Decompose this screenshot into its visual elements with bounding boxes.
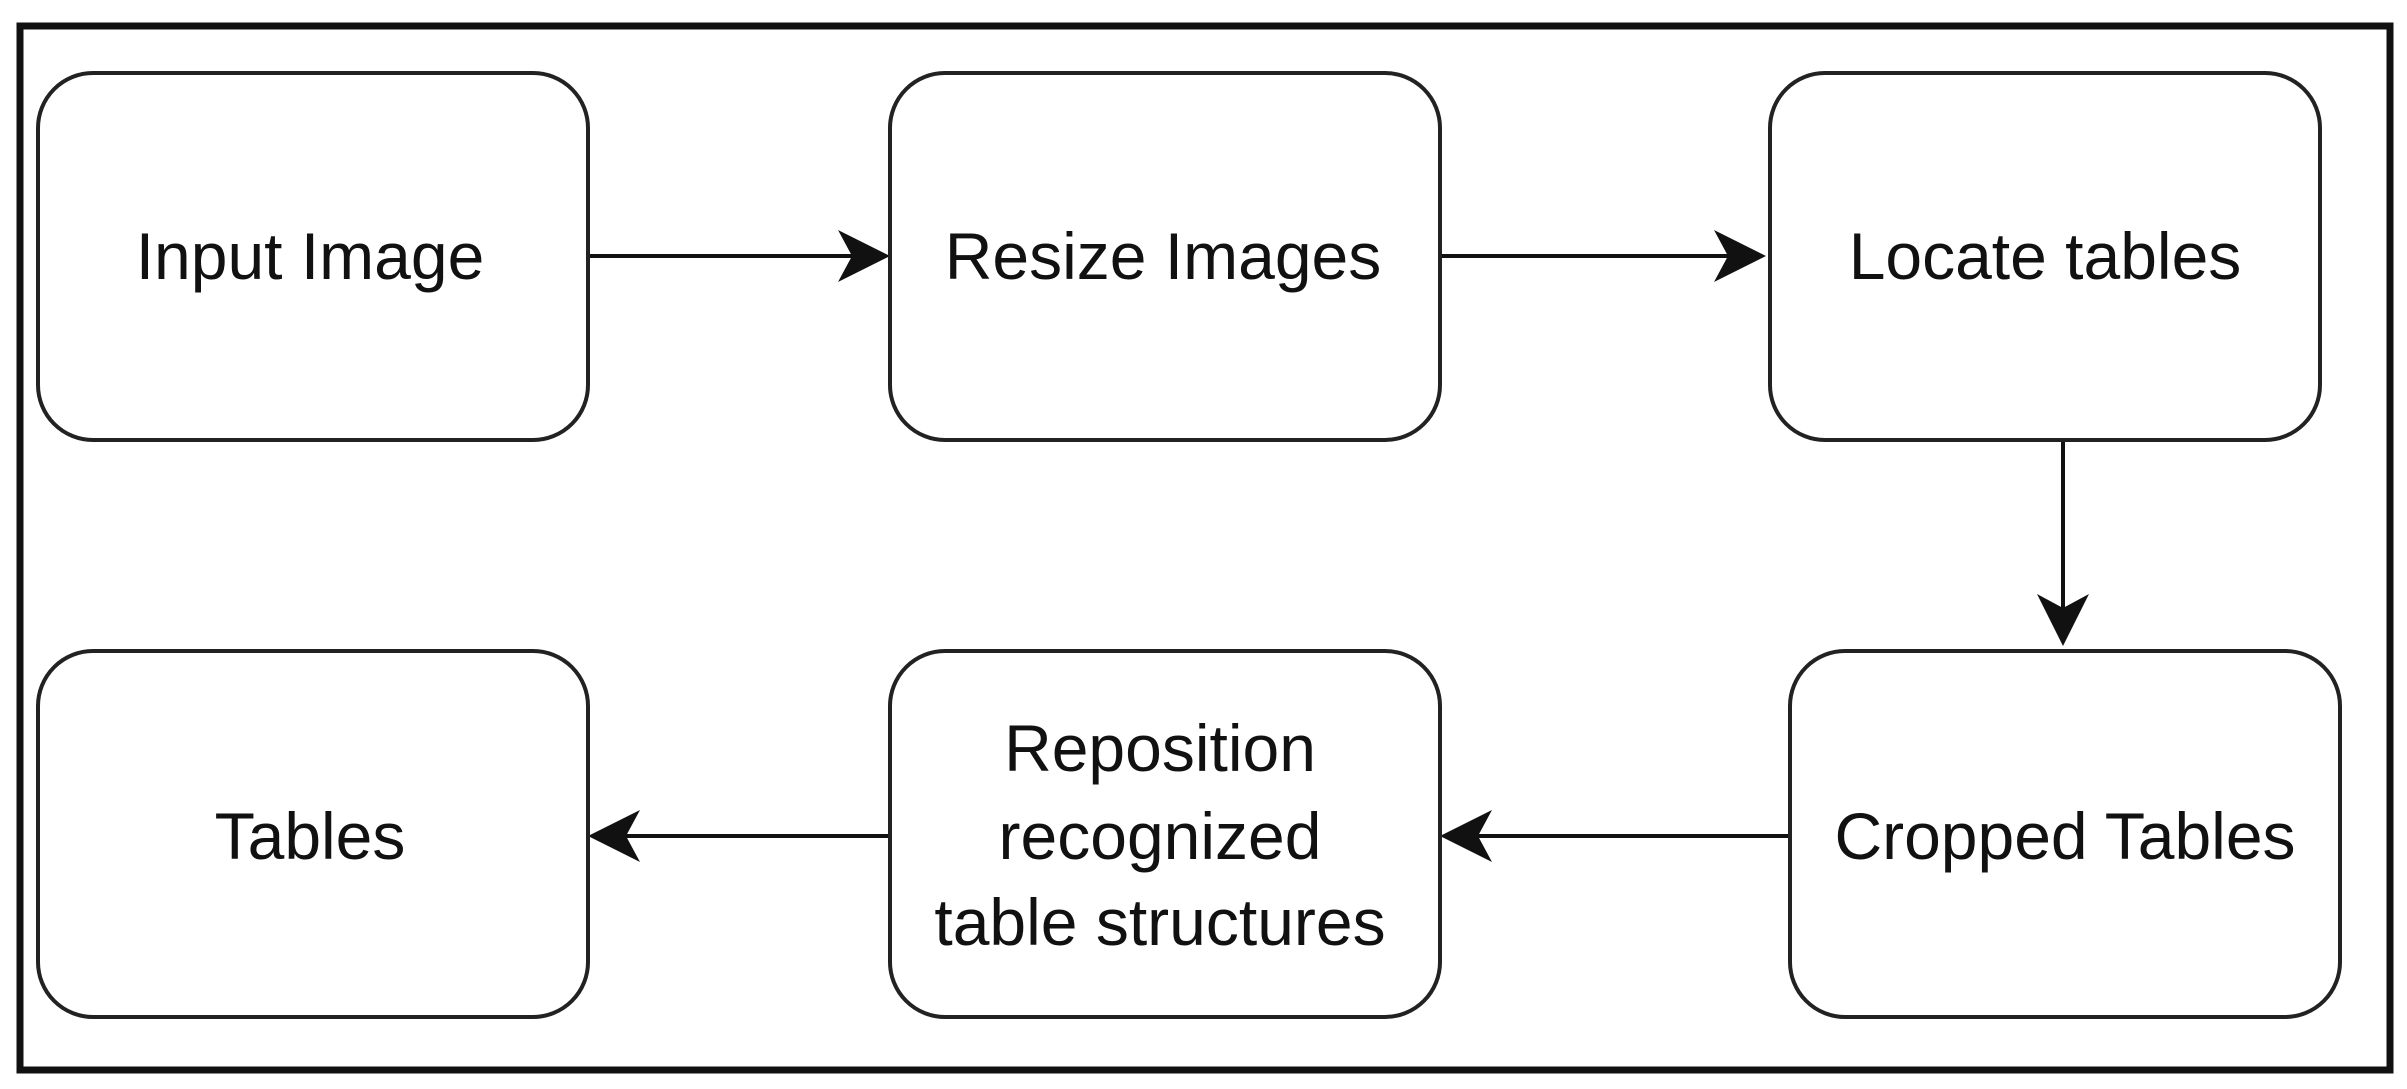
node-label: Tables xyxy=(215,799,406,873)
node-resize-images: Resize Images xyxy=(888,71,1442,442)
arrowhead-icon xyxy=(838,230,890,282)
arrowhead-icon xyxy=(588,810,640,862)
arrowhead-icon xyxy=(2037,594,2089,646)
node-cropped-tables: Cropped Tables xyxy=(1788,649,2342,1019)
node-label-line-1: Reposition xyxy=(1004,711,1316,785)
node-label: Cropped Tables xyxy=(1834,799,2295,873)
arrowhead-icon xyxy=(1440,810,1492,862)
node-input-image: Input Image xyxy=(36,71,590,442)
node-tables: Tables xyxy=(36,649,590,1019)
node-label: Locate tables xyxy=(1849,219,2242,293)
arrowhead-icon xyxy=(1714,230,1766,282)
node-label-line-2: recognized xyxy=(999,799,1322,873)
edges xyxy=(588,230,2089,862)
node-label: Input Image xyxy=(136,219,485,293)
node-locate-tables: Locate tables xyxy=(1768,71,2322,442)
node-label-line-3: table structures xyxy=(934,885,1385,959)
node-label: Resize Images xyxy=(945,219,1382,293)
node-reposition: Reposition recognized table structures xyxy=(888,649,1442,1019)
